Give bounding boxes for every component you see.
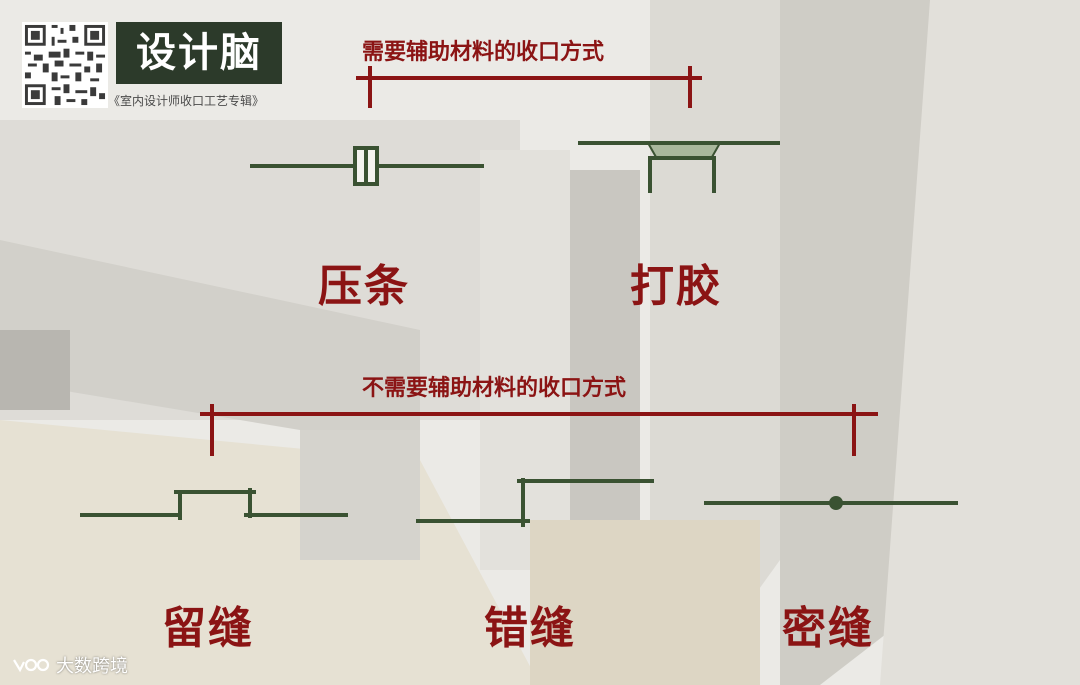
method-label-reveal-gap: 留缝	[162, 592, 254, 656]
sealant-joint-icon	[578, 143, 780, 193]
watermark-text: 大数跨境	[56, 652, 128, 678]
range-bracket-with-material	[356, 66, 702, 108]
method-label-offset: 错缝	[484, 592, 576, 656]
trim-strip-joint-icon	[250, 148, 484, 184]
dashu-logo-icon	[10, 654, 50, 676]
offset-joint-icon	[416, 478, 654, 527]
butt-joint-icon	[704, 496, 958, 510]
watermark: 大数跨境	[10, 652, 128, 678]
reveal-gap-joint-icon	[80, 488, 348, 520]
method-label-sealant: 打胶	[630, 250, 722, 314]
method-label-butt: 密缝	[782, 592, 874, 656]
range-bracket-without-material	[200, 404, 878, 456]
method-label-trim-strip: 压条	[318, 250, 410, 314]
